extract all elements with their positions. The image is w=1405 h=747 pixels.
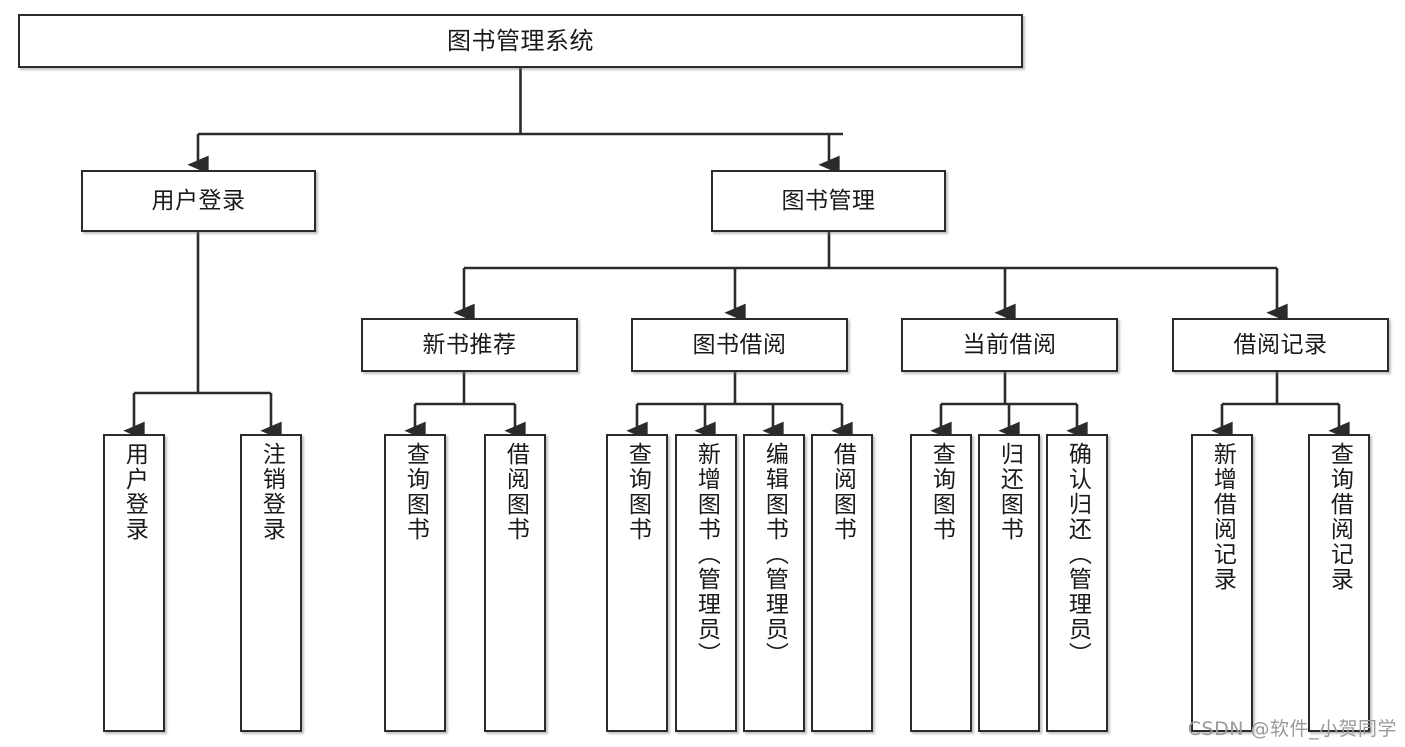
node-current-borrow-label: 当前借阅 (962, 331, 1057, 358)
leaf-confirm-return-admin[interactable]: 确认归还（管理员） (1046, 434, 1108, 732)
node-new-book-recommend-label: 新书推荐 (422, 331, 517, 358)
leaf-logout-label: 注销登录 (258, 442, 285, 542)
node-borrow-records[interactable]: 借阅记录 (1172, 318, 1389, 372)
node-root[interactable]: 图书管理系统 (18, 14, 1023, 68)
node-user-login[interactable]: 用户登录 (81, 170, 316, 232)
leaf-add-book-admin-label: 新增图书（管理员） (693, 442, 720, 667)
leaf-add-book-admin[interactable]: 新增图书（管理员） (675, 434, 737, 732)
node-borrow-records-label: 借阅记录 (1233, 331, 1328, 358)
leaf-query-book-recommend-label: 查询图书 (402, 442, 429, 542)
leaf-return-book[interactable]: 归还图书 (978, 434, 1040, 732)
node-book-borrow-label: 图书借阅 (692, 331, 787, 358)
leaf-add-borrow-record[interactable]: 新增借阅记录 (1191, 434, 1253, 732)
leaf-return-book-label: 归还图书 (996, 442, 1023, 542)
leaf-query-book-current[interactable]: 查询图书 (910, 434, 972, 732)
node-book-borrow[interactable]: 图书借阅 (631, 318, 848, 372)
leaf-query-borrow-record[interactable]: 查询借阅记录 (1308, 434, 1370, 732)
leaf-edit-book-admin[interactable]: 编辑图书（管理员） (743, 434, 805, 732)
node-root-label: 图书管理系统 (447, 27, 594, 55)
node-user-login-label: 用户登录 (151, 187, 246, 214)
leaf-query-book-borrow[interactable]: 查询图书 (606, 434, 668, 732)
node-book-management[interactable]: 图书管理 (711, 170, 946, 232)
node-new-book-recommend[interactable]: 新书推荐 (361, 318, 578, 372)
leaf-logout[interactable]: 注销登录 (240, 434, 302, 732)
leaf-borrow-book-recommend[interactable]: 借阅图书 (484, 434, 546, 732)
leaf-query-book-borrow-label: 查询图书 (624, 442, 651, 542)
leaf-user-login-label: 用户登录 (121, 442, 148, 542)
leaf-confirm-return-admin-label: 确认归还（管理员） (1064, 442, 1091, 667)
leaf-query-borrow-record-label: 查询借阅记录 (1326, 442, 1353, 592)
leaf-edit-book-admin-label: 编辑图书（管理员） (761, 442, 788, 667)
leaf-borrow-book[interactable]: 借阅图书 (811, 434, 873, 732)
leaf-borrow-book-recommend-label: 借阅图书 (502, 442, 529, 542)
leaf-query-book-recommend[interactable]: 查询图书 (384, 434, 446, 732)
node-current-borrow[interactable]: 当前借阅 (901, 318, 1118, 372)
leaf-add-borrow-record-label: 新增借阅记录 (1209, 442, 1236, 592)
leaf-borrow-book-label: 借阅图书 (829, 442, 856, 542)
node-book-management-label: 图书管理 (781, 187, 876, 214)
leaf-query-book-current-label: 查询图书 (928, 442, 955, 542)
leaf-user-login[interactable]: 用户登录 (103, 434, 165, 732)
